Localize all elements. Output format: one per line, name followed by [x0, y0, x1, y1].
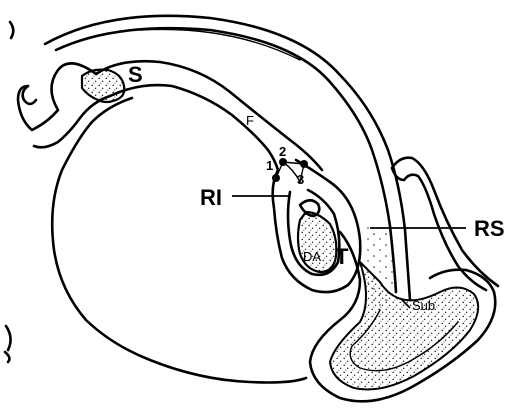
label-f: F [246, 113, 254, 128]
node-1-dot [272, 174, 280, 182]
label-node-3: 3 [297, 172, 304, 187]
node-3-dot [300, 160, 308, 168]
label-rs: RS [474, 216, 505, 241]
edge-fragment-top-left [10, 22, 13, 38]
node-2-dot [279, 158, 287, 166]
s-nucleus [82, 70, 124, 102]
label-ri: RI [200, 185, 222, 210]
label-t: T [335, 244, 349, 269]
label-node-1: 1 [266, 158, 273, 173]
label-s: S [128, 62, 143, 87]
left-curl-outline [23, 86, 36, 104]
edge-fragment-bottom-left [5, 326, 11, 362]
label-da: DA [303, 249, 321, 264]
right-band-cap [392, 168, 404, 180]
label-node-2: 2 [279, 144, 286, 159]
interior-contour-left [52, 98, 306, 383]
label-sub: Sub [412, 298, 435, 313]
